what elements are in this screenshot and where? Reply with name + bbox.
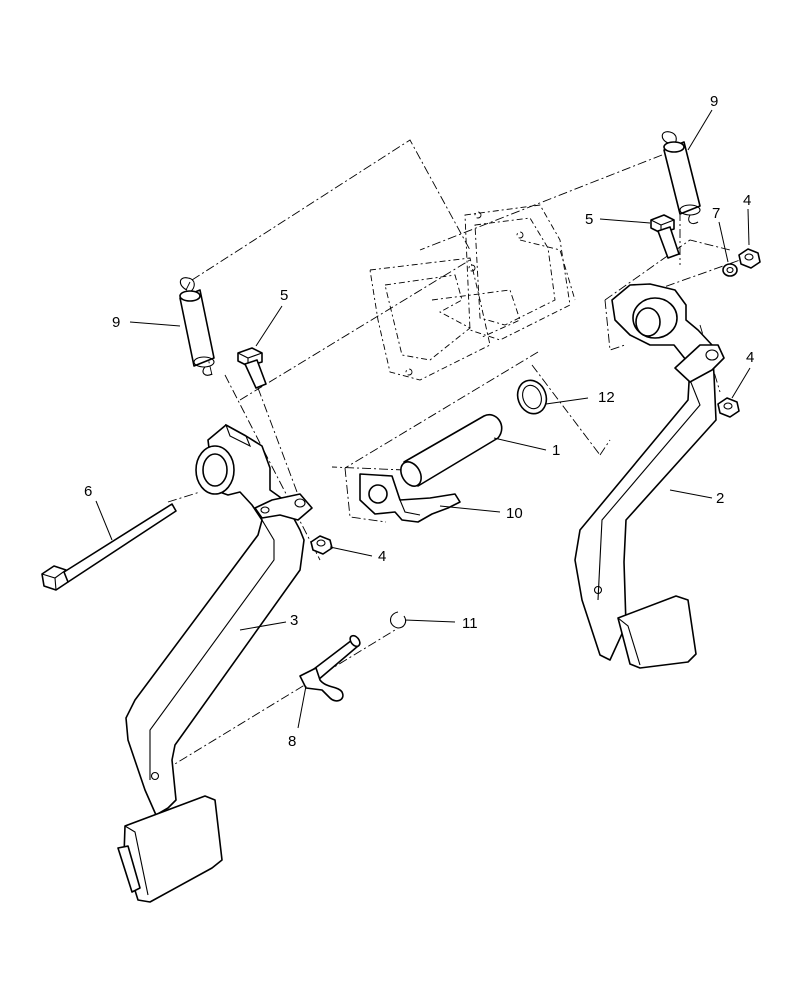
callout-4-lower-right: 4 xyxy=(746,349,754,366)
left-pedal-pad xyxy=(117,795,223,903)
callout-10: 10 xyxy=(506,505,523,522)
callout-3: 3 xyxy=(290,612,298,629)
callout-12: 12 xyxy=(598,389,615,406)
right-pedal-arm xyxy=(574,283,725,661)
nut-lower-right xyxy=(717,397,740,418)
leader-lines xyxy=(95,109,751,729)
shaft-washer xyxy=(516,379,548,415)
callout-labels: 1 2 3 4 4 4 5 5 6 7 8 9 9 10 11 12 xyxy=(84,93,754,750)
right-bolt xyxy=(650,214,680,259)
retaining-clip xyxy=(389,611,407,629)
pivot-shaft xyxy=(400,413,503,487)
callout-2: 2 xyxy=(716,490,724,507)
pivot-plate xyxy=(359,473,461,523)
long-bolt xyxy=(41,503,177,591)
callout-9-left: 9 xyxy=(112,314,120,331)
left-bolt xyxy=(237,347,267,389)
right-pedal-pad xyxy=(617,595,697,669)
callout-5-left: 5 xyxy=(280,287,288,304)
callout-9-right: 9 xyxy=(710,93,718,110)
callout-4-upper-right: 4 xyxy=(743,192,751,209)
left-pedal-arm xyxy=(125,423,313,816)
clevis-pin xyxy=(299,634,361,702)
left-spring xyxy=(179,277,215,376)
callout-7: 7 xyxy=(712,205,720,222)
lock-washer xyxy=(722,263,738,277)
callout-11: 11 xyxy=(462,615,478,632)
nut-left xyxy=(310,535,333,555)
callout-4-left: 4 xyxy=(378,548,386,565)
nut-upper-right xyxy=(738,248,761,269)
callout-8: 8 xyxy=(288,733,296,750)
callout-1: 1 xyxy=(552,442,560,459)
mounting-bracket-phantom xyxy=(369,204,576,381)
callout-5-right: 5 xyxy=(585,211,593,228)
callout-6: 6 xyxy=(84,483,92,500)
right-spring xyxy=(661,131,701,225)
